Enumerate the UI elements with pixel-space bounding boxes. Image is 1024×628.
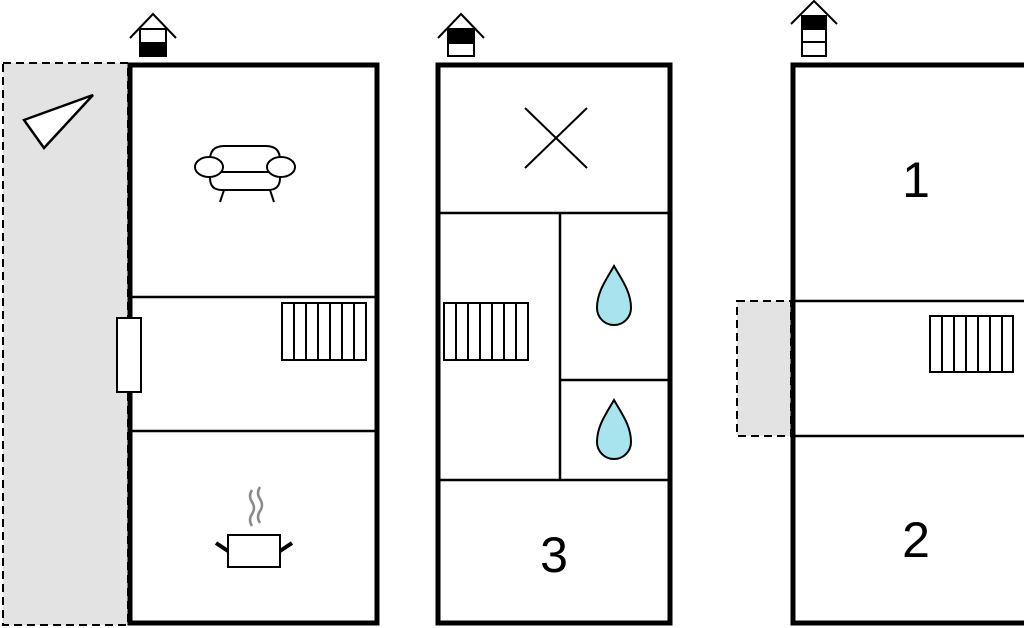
first-floor-plan: 3: [435, 12, 673, 626]
room-label-3: 3: [540, 527, 568, 583]
second-floor-plan: 1 2: [736, 0, 1024, 626]
radiator-icon: [443, 302, 529, 361]
sofa-icon: [194, 145, 296, 203]
door-icon: [116, 317, 142, 393]
house-level-second-icon: [790, 0, 838, 57]
room-label-2: 2: [902, 512, 930, 568]
terrace-area: [2, 62, 129, 626]
water-drop-icon: [595, 397, 633, 460]
compass-icon: [22, 93, 94, 150]
house-level-first-icon: [437, 12, 485, 57]
cooking-pot-icon: [214, 486, 294, 568]
ground-floor-plan: [2, 12, 380, 626]
radiator-icon: [929, 315, 1014, 373]
radiator-icon: [281, 302, 367, 361]
balcony-area: [736, 300, 792, 437]
house-level-ground-icon: [129, 12, 177, 57]
water-drop-icon: [595, 263, 633, 326]
room-label-1: 1: [902, 152, 930, 208]
cross-icon: [524, 107, 588, 169]
